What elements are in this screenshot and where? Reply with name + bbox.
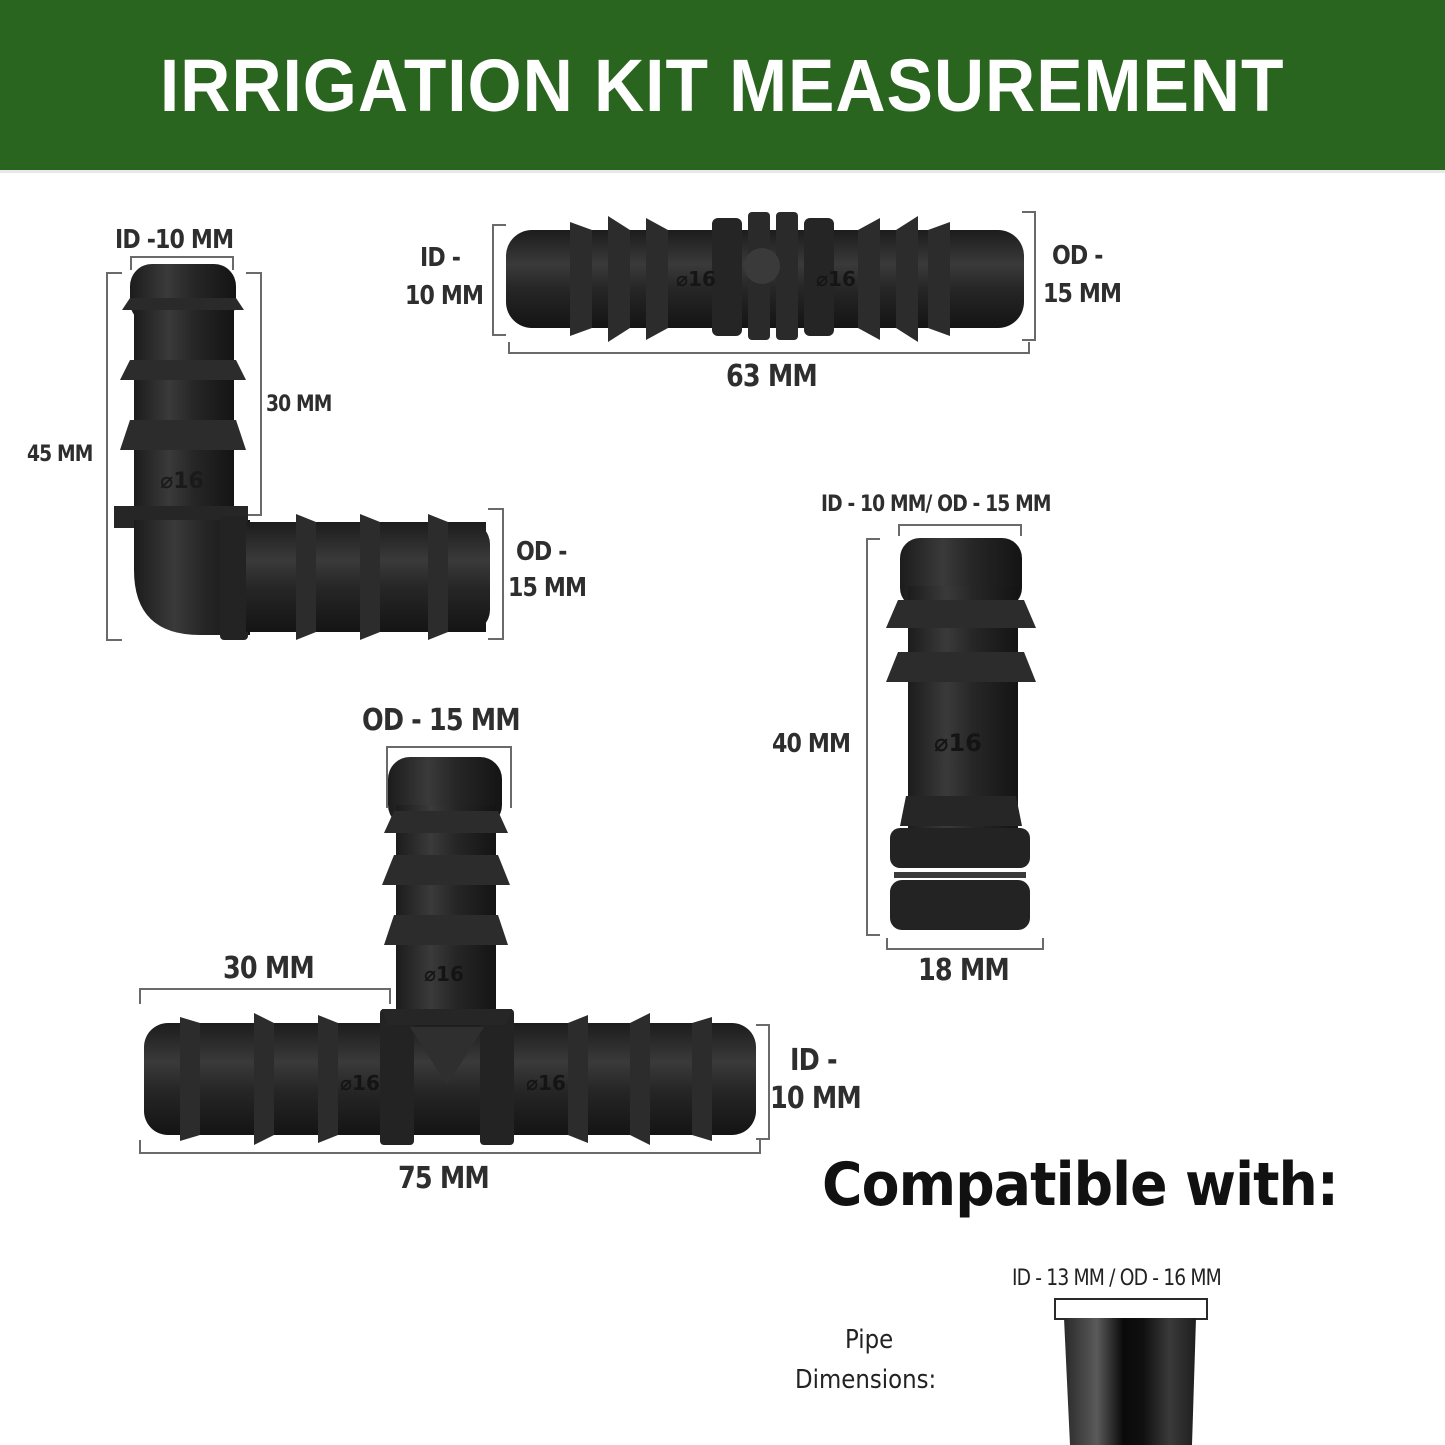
- header-banner: IRRIGATION KIT MEASUREMENT: [0, 0, 1445, 173]
- page-title: IRRIGATION KIT MEASUREMENT: [160, 43, 1285, 127]
- elbow-top-label: ID -10 MM: [115, 225, 234, 255]
- straight-length-label: 63 MM: [726, 359, 818, 394]
- elbow-side-label-2: 15 MM: [508, 573, 587, 603]
- pipe-image: [1064, 1318, 1196, 1445]
- end-plug-height-bracket: [866, 538, 880, 936]
- pipe-size-bracket: [1054, 1298, 1208, 1320]
- tee-length-bracket: [139, 1140, 761, 1154]
- tee-marking-right: ⌀16: [526, 1071, 566, 1095]
- end-plug-width-label: 18 MM: [918, 953, 1010, 988]
- pipe-label-1: Pipe: [845, 1325, 894, 1355]
- straight-marking-left: ⌀16: [676, 267, 716, 291]
- tee-arm-bracket: [139, 988, 391, 1004]
- end-plug-width-bracket: [886, 938, 1044, 950]
- straight-length-bracket: [508, 342, 1030, 354]
- straight-marking-right: ⌀16: [816, 267, 856, 291]
- elbow-side-bracket: [488, 508, 504, 640]
- straight-right-label-1: OD -: [1052, 241, 1103, 271]
- end-plug-top-bracket: [898, 524, 1022, 536]
- pipe-size-label: ID - 13 MM / OD - 16 MM: [1012, 1266, 1222, 1291]
- elbow-top-bracket: [130, 256, 234, 270]
- tee-top-bracket: [386, 746, 512, 808]
- straight-left-label-2: 10 MM: [405, 281, 484, 311]
- straight-left-bracket: [492, 224, 506, 336]
- straight-right-bracket: [1022, 211, 1036, 341]
- end-plug-top-label: ID - 10 MM/ OD - 15 MM: [821, 492, 1051, 517]
- end-plug-height-label: 40 MM: [772, 729, 851, 759]
- compatible-heading: Compatible with:: [822, 1150, 1339, 1220]
- end-plug-image: ⌀16: [886, 538, 1036, 930]
- straight-connector-image: ⌀16 ⌀16: [506, 212, 1024, 342]
- end-plug-marking: ⌀16: [934, 729, 982, 757]
- tee-connector-image: ⌀16 ⌀16 ⌀16: [144, 757, 756, 1145]
- tee-marking-top: ⌀16: [424, 962, 464, 986]
- straight-left-label-1: ID -: [420, 243, 461, 273]
- elbow-connector-image: ⌀16: [114, 264, 490, 640]
- tee-length-label: 75 MM: [398, 1161, 490, 1196]
- elbow-inner-height-bracket: [246, 272, 262, 516]
- elbow-inner-height-label: 30 MM: [266, 392, 332, 417]
- tee-marking-left: ⌀16: [340, 1071, 380, 1095]
- straight-right-label-2: 15 MM: [1043, 279, 1122, 309]
- tee-top-label: OD - 15 MM: [362, 703, 521, 738]
- tee-right-label-2: 10 MM: [770, 1081, 862, 1116]
- tee-arm-label: 30 MM: [223, 951, 315, 986]
- elbow-total-height-label: 45 MM: [27, 442, 93, 467]
- tee-right-bracket: [756, 1024, 770, 1140]
- elbow-side-label-1: OD -: [516, 537, 567, 567]
- tee-right-label-1: ID -: [790, 1043, 838, 1078]
- pipe-label-2: Dimensions:: [795, 1365, 937, 1395]
- elbow-marking: ⌀16: [160, 469, 204, 494]
- elbow-total-height-bracket: [106, 272, 122, 641]
